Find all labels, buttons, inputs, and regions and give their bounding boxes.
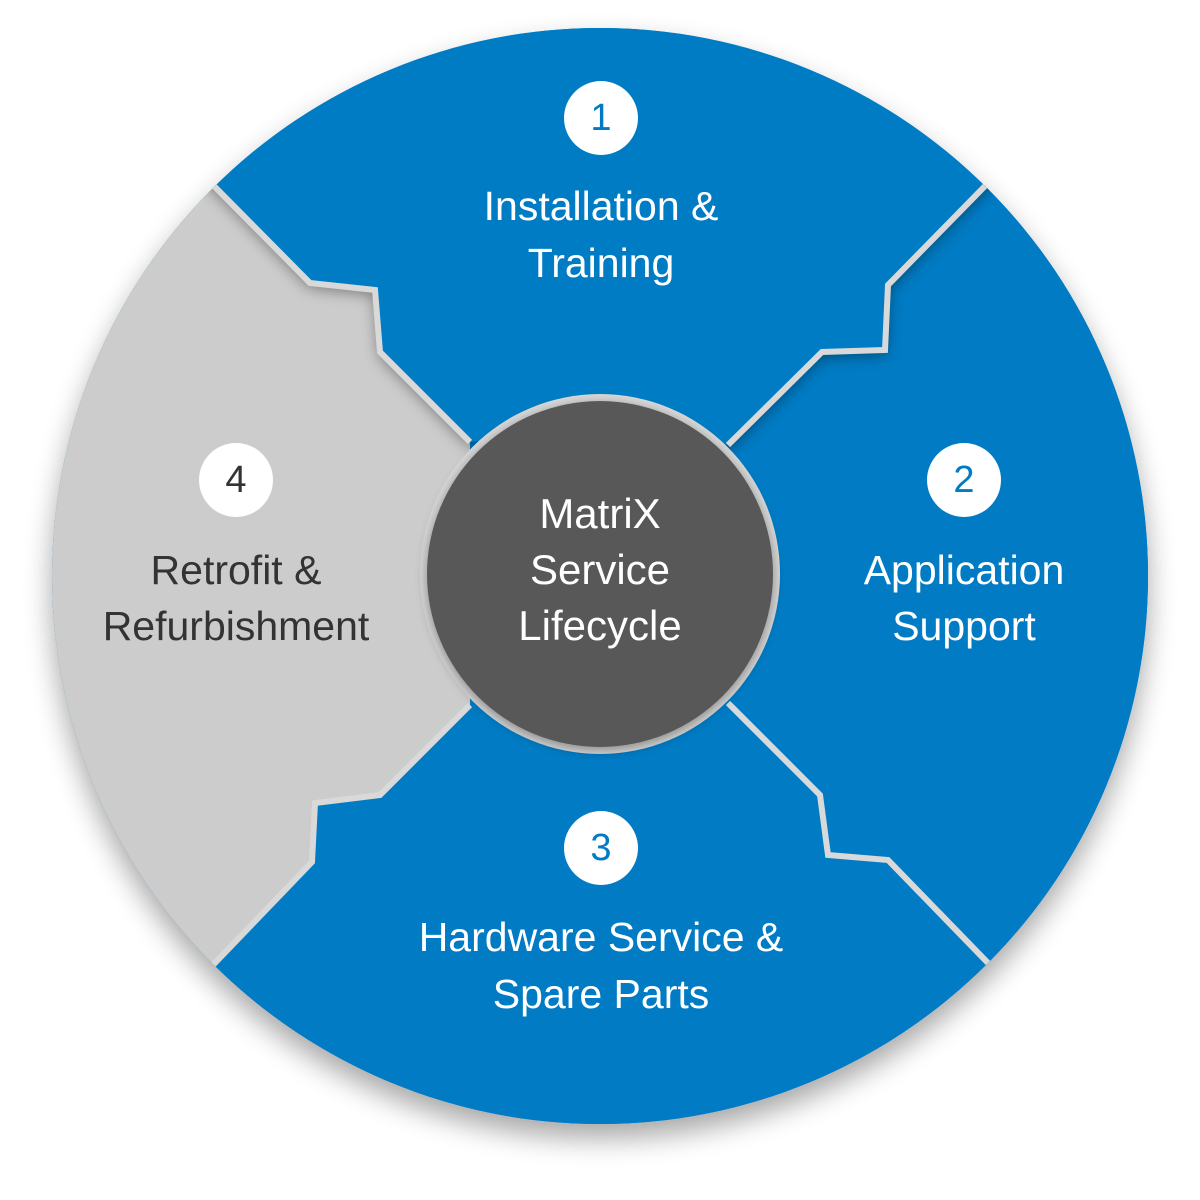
center-title-line-3: Lifecycle bbox=[518, 602, 681, 649]
center-title-line-2: Service bbox=[530, 546, 670, 593]
step-3-group: 3 Hardware Service & Spare Parts bbox=[419, 811, 784, 1017]
step-2-group: 2 Application Support bbox=[864, 443, 1065, 649]
step-number: 1 bbox=[590, 97, 611, 139]
step-number: 4 bbox=[225, 459, 246, 501]
center-title-line-1: MatriX bbox=[539, 490, 660, 537]
step-number: 3 bbox=[590, 827, 611, 869]
step-label-line-2: Spare Parts bbox=[493, 971, 710, 1017]
step-1-group: 1 Installation & Training bbox=[484, 81, 719, 286]
step-number-badge bbox=[564, 811, 638, 885]
step-number: 2 bbox=[953, 459, 974, 501]
step-label-line-2: Support bbox=[892, 603, 1036, 649]
center-hub bbox=[427, 401, 773, 747]
step-number-badge bbox=[564, 81, 638, 155]
step-label-line-2: Training bbox=[528, 240, 675, 286]
step-label-line-1: Installation & bbox=[484, 183, 719, 229]
step-4-group: 4 Retrofit & Refurbishment bbox=[103, 443, 370, 649]
step-number-badge bbox=[199, 443, 273, 517]
step-label-line-1: Retrofit & bbox=[151, 547, 322, 593]
step-label-line-1: Hardware Service & bbox=[419, 914, 784, 960]
step-label-line-2: Refurbishment bbox=[103, 603, 370, 649]
step-number-badge bbox=[927, 443, 1001, 517]
step-label-line-1: Application bbox=[864, 547, 1065, 593]
